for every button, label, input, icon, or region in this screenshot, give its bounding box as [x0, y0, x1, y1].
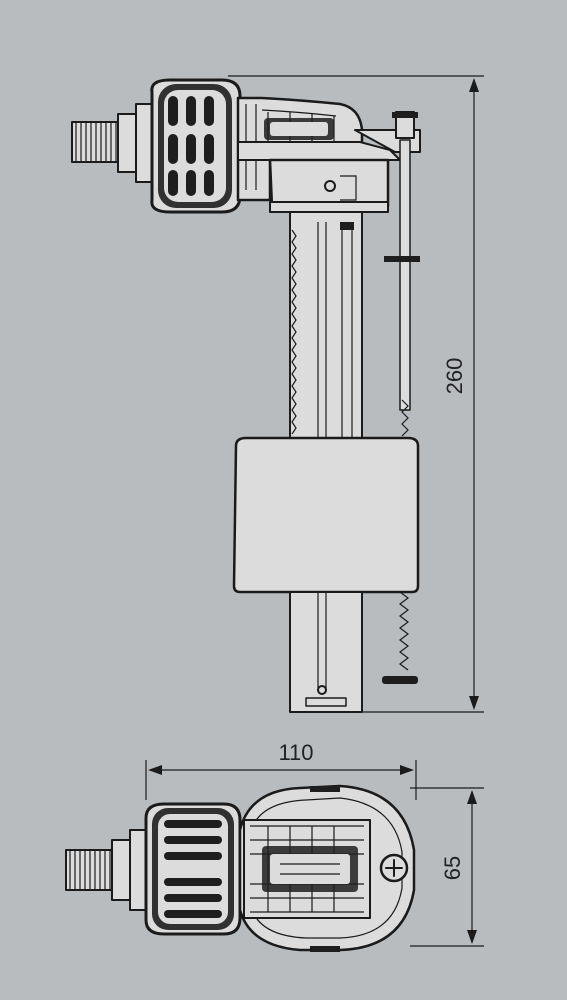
width-dimension: 110: [145, 740, 417, 800]
depth-dimension: 65: [410, 787, 484, 947]
top-view: 110 65: [65, 740, 484, 952]
valve-head: [236, 96, 421, 213]
height-dimension: 260: [228, 75, 484, 713]
side-view: 260: [71, 75, 484, 713]
lock-nut: [150, 78, 242, 214]
top-threaded-inlet: [65, 829, 147, 911]
top-float-body: [238, 784, 416, 952]
top-lock-nut: [144, 802, 242, 936]
depth-label: 65: [440, 856, 465, 880]
width-label: 110: [278, 740, 313, 765]
height-label: 260: [442, 358, 467, 395]
vertical-tube: [289, 211, 363, 443]
threaded-inlet-shank: [71, 103, 153, 183]
lower-tube: [289, 591, 418, 713]
float-cup: [232, 436, 420, 594]
adjustment-rod: [384, 139, 420, 437]
